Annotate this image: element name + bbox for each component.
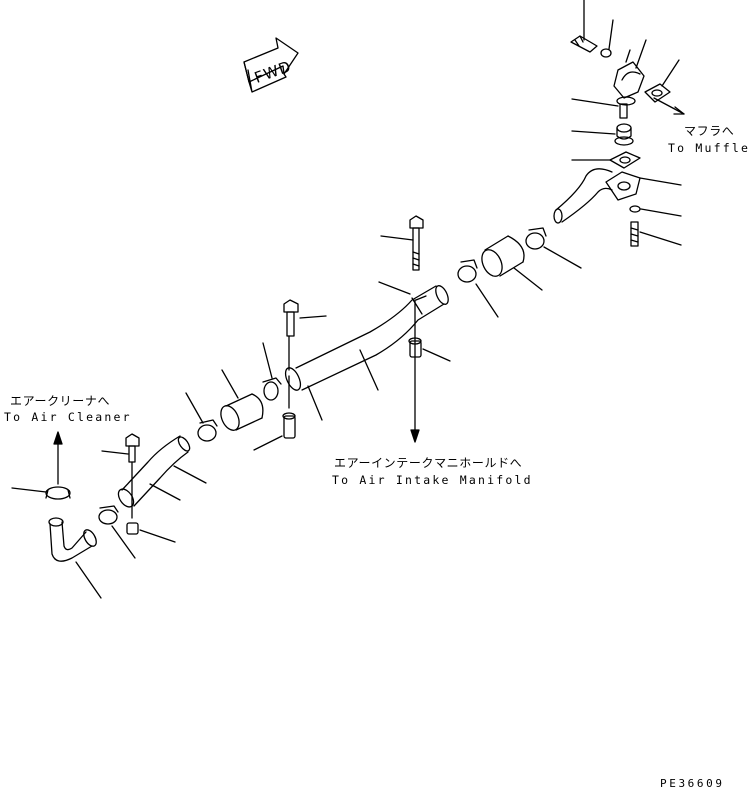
hose-left-main <box>220 369 264 431</box>
muffler-gasket <box>644 59 680 103</box>
intake-label-en: To Air Intake Manifold <box>332 473 533 487</box>
exhaust-elbow-pipe <box>553 168 682 224</box>
clamp-mid-left <box>185 392 218 442</box>
air-cleaner-clamp <box>11 486 71 500</box>
main-pipe-bolt <box>378 215 424 295</box>
muffler-arrow <box>653 97 685 115</box>
muffler-label-jp: マフラへ <box>684 124 735 138</box>
muffler-label-en: To Muffler <box>668 141 749 155</box>
clamp-right <box>525 227 582 269</box>
air-cleaner-label-jp: エアークリーナへ <box>10 394 111 408</box>
main-pipe <box>284 285 449 421</box>
intake-label-jp: エアーインテークマニホールドへ <box>334 456 523 470</box>
top-washer <box>600 19 614 58</box>
clamp-mid-right <box>457 259 499 318</box>
small-pipe-nut <box>126 522 176 543</box>
elbow-washer <box>629 205 682 217</box>
clamp-lower-left <box>98 505 136 559</box>
nut-stack <box>571 123 634 146</box>
intake-arrow <box>410 299 420 443</box>
drawing-code: PE36609 <box>660 777 725 790</box>
air-cleaner-elbow <box>48 517 102 599</box>
small-pipe <box>117 435 207 508</box>
left-spacer <box>253 412 296 451</box>
left-bolt <box>283 299 327 409</box>
top-bolt <box>570 0 598 53</box>
exhaust-gasket <box>571 151 641 169</box>
hose-right <box>481 235 543 291</box>
small-pipe-bolt <box>101 433 140 519</box>
clamp-left-main <box>262 342 282 401</box>
flange-elbow <box>613 39 647 106</box>
stud-bolt <box>571 98 628 119</box>
elbow-bolt <box>630 221 682 247</box>
air-cleaner-label-en: To Air Cleaner <box>4 410 132 424</box>
fwd-arrow-icon <box>243 37 299 93</box>
air-cleaner-arrow <box>53 431 63 485</box>
